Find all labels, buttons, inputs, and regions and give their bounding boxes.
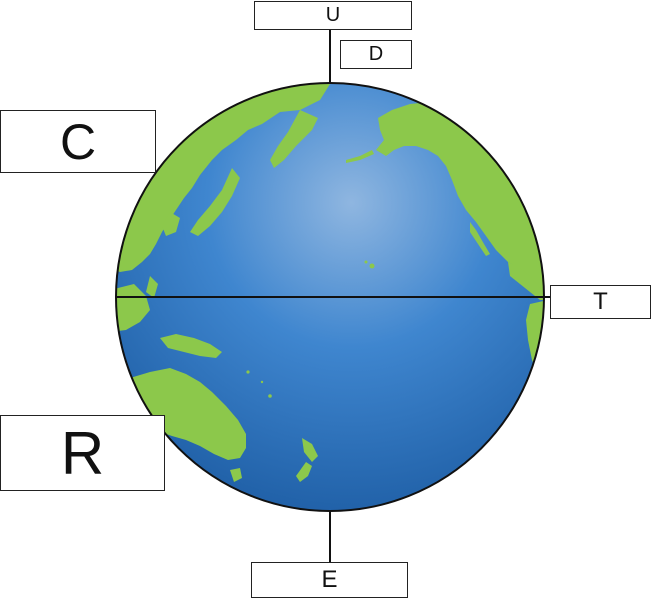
landmass-japan	[190, 168, 240, 236]
landmass-tasmania	[230, 468, 242, 482]
landmass-hawaii	[369, 263, 375, 269]
landmass-central-america	[508, 262, 544, 300]
landmass-australia	[116, 368, 246, 460]
label-box-d: D	[340, 40, 412, 69]
landmass-hawaii-small	[364, 260, 368, 264]
landmass-solomon	[246, 370, 250, 374]
landmass-korea	[162, 212, 180, 236]
landmass-new-zealand-south	[296, 462, 312, 482]
label-box-t: T	[550, 285, 651, 319]
landmass-fiji	[268, 394, 272, 398]
label-box-e: E	[251, 562, 408, 598]
landmass-philippines	[146, 276, 158, 298]
landmass-aleutians	[346, 150, 374, 163]
landmass-vanuatu	[260, 380, 264, 384]
label-box-c: C	[0, 110, 156, 173]
landmass-new-guinea	[160, 334, 222, 358]
landmass-baja	[470, 222, 490, 256]
label-box-u: U	[254, 1, 412, 30]
landmass-new-zealand-north	[302, 438, 318, 462]
label-box-r: R	[0, 415, 165, 491]
landmass-kamchatka	[270, 110, 318, 168]
